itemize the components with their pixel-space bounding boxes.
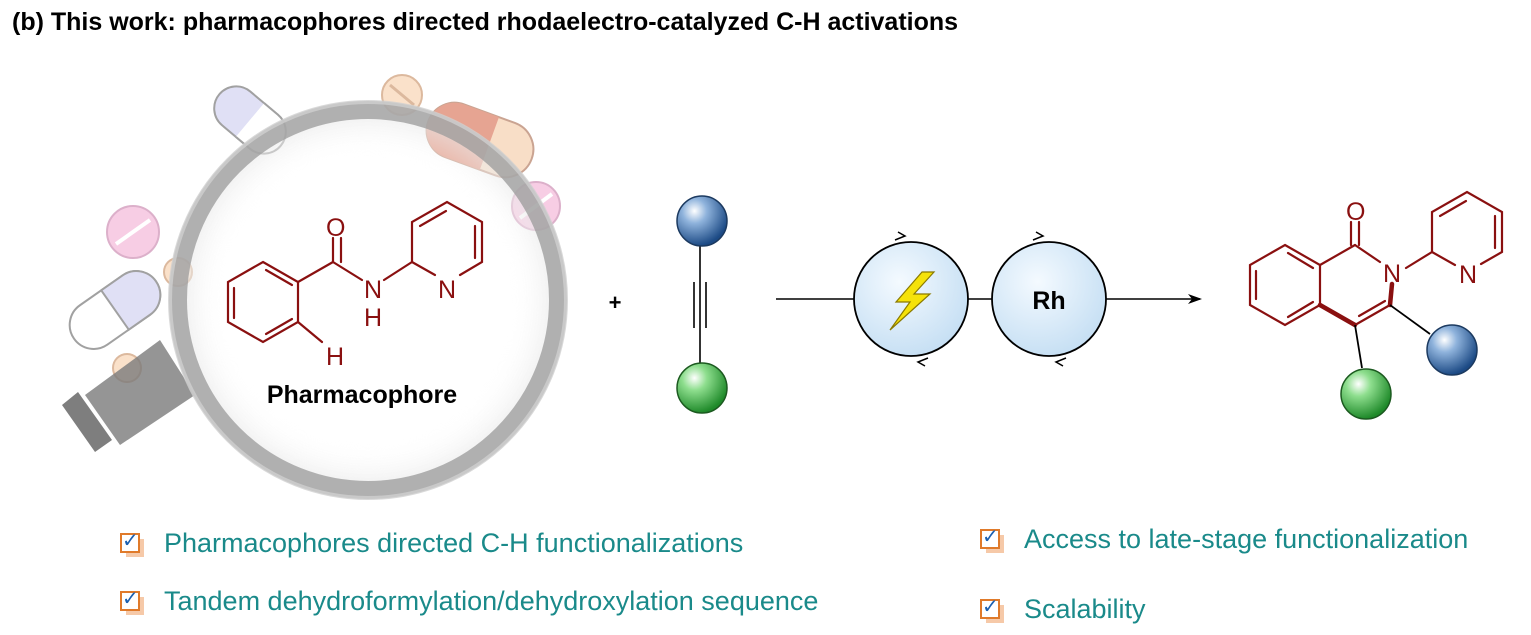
feature-item: ✓ Scalability bbox=[980, 594, 1146, 625]
lightning-icon bbox=[889, 271, 936, 331]
feature-item: ✓ Tandem dehydroformylation/dehydroxylat… bbox=[120, 586, 818, 617]
alkyne-structure bbox=[676, 195, 728, 414]
product-nitrogen-label: N bbox=[1383, 260, 1401, 288]
product-oxygen-label: O bbox=[1346, 198, 1365, 226]
product-structure: O N N bbox=[1248, 190, 1504, 420]
scheme-title: (b) This work: pharmacophores directed r… bbox=[12, 8, 959, 36]
feature-label: Access to late-stage functionalization bbox=[1024, 524, 1469, 554]
feature-label: Tandem dehydroformylation/dehydroxylatio… bbox=[164, 586, 819, 616]
product-green-substituent-ball bbox=[1340, 368, 1392, 420]
electro-cycle bbox=[853, 231, 969, 367]
checkbox-icon: ✓ bbox=[980, 524, 1004, 553]
magnifier-icon bbox=[62, 100, 568, 500]
pharmacophore-structure: O N H N H bbox=[226, 200, 484, 371]
feature-item: ✓ Pharmacophores directed C-H functional… bbox=[120, 528, 743, 559]
checkbox-icon: ✓ bbox=[120, 586, 144, 615]
feature-item: ✓ Access to late-stage functionalization bbox=[980, 524, 1468, 555]
pyridine-nitrogen-label: N bbox=[438, 276, 456, 304]
oxygen-atom-label: O bbox=[326, 214, 345, 242]
amide-nitrogen-label: N bbox=[364, 276, 382, 304]
ortho-hydrogen-label: H bbox=[326, 343, 344, 371]
plus-sign: + bbox=[609, 290, 622, 315]
green-substituent-ball bbox=[676, 362, 728, 414]
product-blue-substituent-ball bbox=[1426, 324, 1478, 376]
feature-label: Scalability bbox=[1024, 594, 1146, 624]
rhodium-cycle: Rh bbox=[991, 231, 1107, 367]
pharmacophore-label: Pharmacophore bbox=[267, 381, 457, 409]
checkbox-icon: ✓ bbox=[980, 594, 1004, 623]
feature-label: Pharmacophores directed C-H functionaliz… bbox=[164, 528, 744, 558]
amide-hydrogen-label: H bbox=[364, 304, 382, 332]
blue-substituent-ball bbox=[676, 195, 728, 247]
rhodium-label: Rh bbox=[1032, 287, 1065, 315]
checkbox-icon: ✓ bbox=[120, 528, 144, 557]
product-pyridine-nitrogen-label: N bbox=[1459, 261, 1477, 289]
